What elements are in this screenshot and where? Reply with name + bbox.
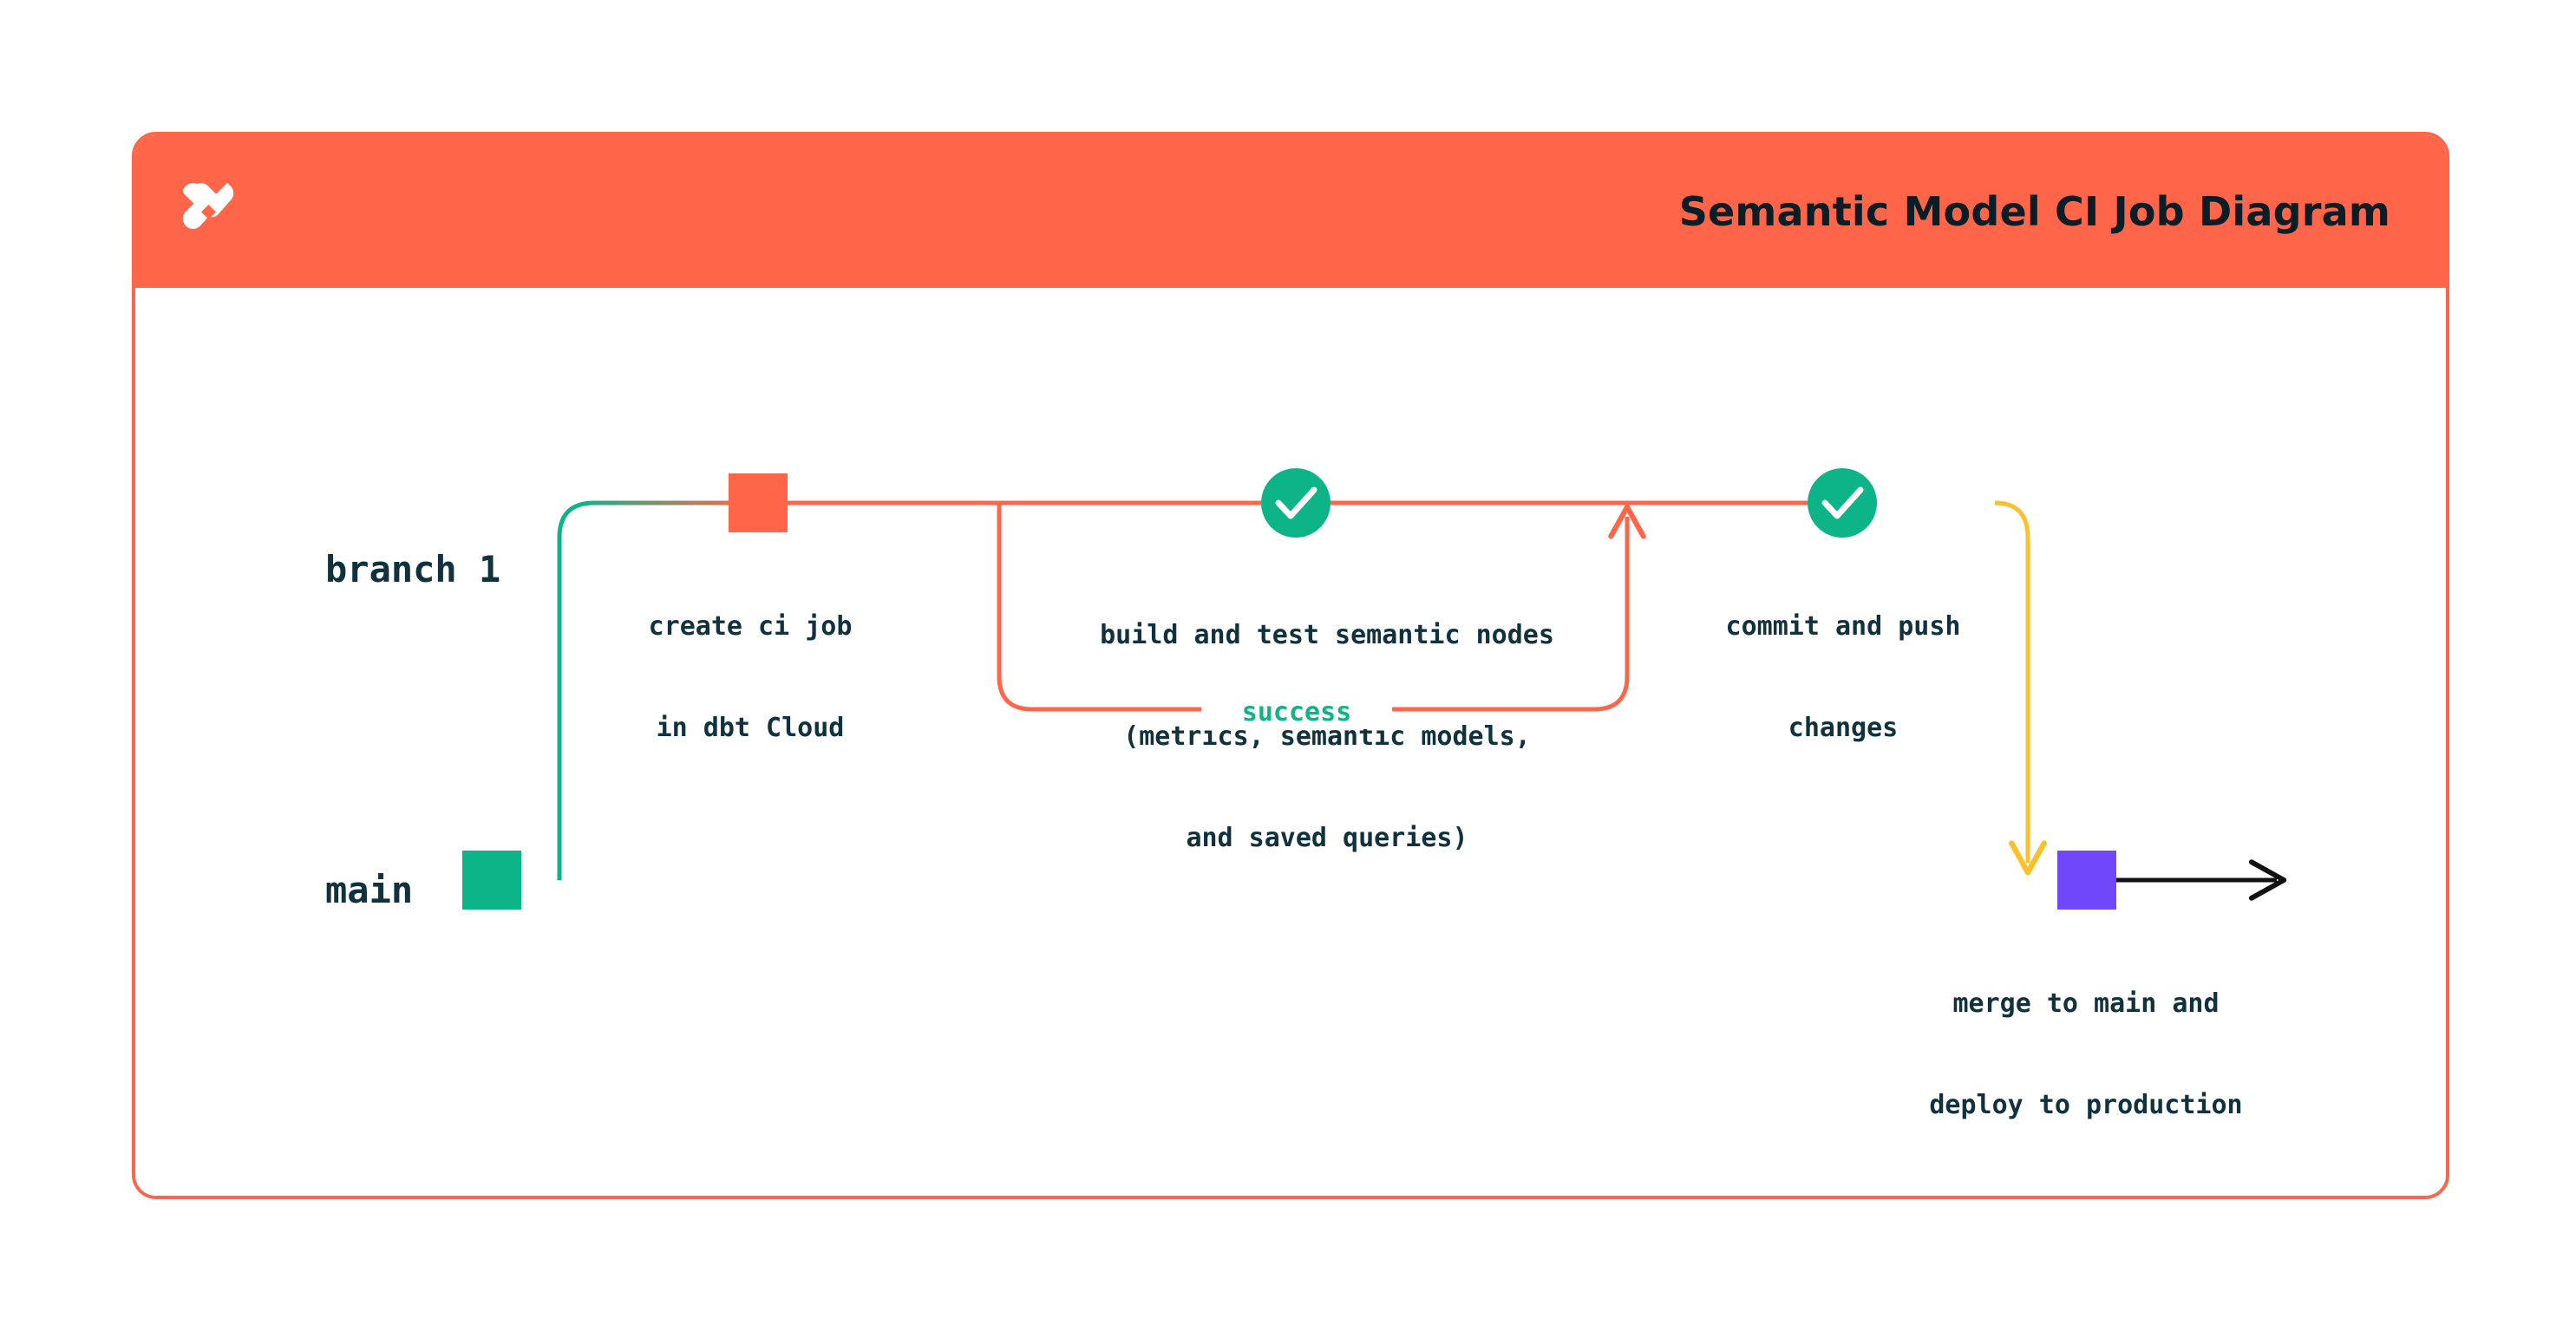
dbt-logo-icon <box>168 172 248 251</box>
node-label-commit-and-push: commit and push changes <box>1635 542 2051 812</box>
card-header: Semantic Model CI Job Diagram <box>135 135 2446 288</box>
edge-label-success: success <box>1201 695 1392 729</box>
create-ci-job-line-2: in dbt Cloud <box>656 713 845 743</box>
card-body <box>135 288 2446 1196</box>
build-test-line-3: and saved queries) <box>1186 823 1468 853</box>
commit-push-line-1: commit and push <box>1725 611 1961 642</box>
page-title: Semantic Model CI Job Diagram <box>1678 188 2390 235</box>
create-ci-job-line-1: create ci job <box>648 611 853 642</box>
branch-label-branch-1: branch 1 <box>325 548 501 590</box>
merge-line-1: merge to main and <box>1952 988 2220 1019</box>
branch-label-main: main <box>325 869 414 911</box>
node-label-create-ci-job: create ci job in dbt Cloud <box>568 542 932 812</box>
node-label-build-and-test: build and test semantic nodes (metrics, … <box>980 551 1674 923</box>
merge-line-2: deploy to production <box>1929 1090 2243 1120</box>
commit-push-line-2: changes <box>1788 713 1899 743</box>
build-test-line-1: build and test semantic nodes <box>1100 620 1554 650</box>
diagram-card: Semantic Model CI Job Diagram <box>132 132 2449 1199</box>
node-label-merge-to-main: merge to main and deploy to production <box>1847 919 2324 1190</box>
